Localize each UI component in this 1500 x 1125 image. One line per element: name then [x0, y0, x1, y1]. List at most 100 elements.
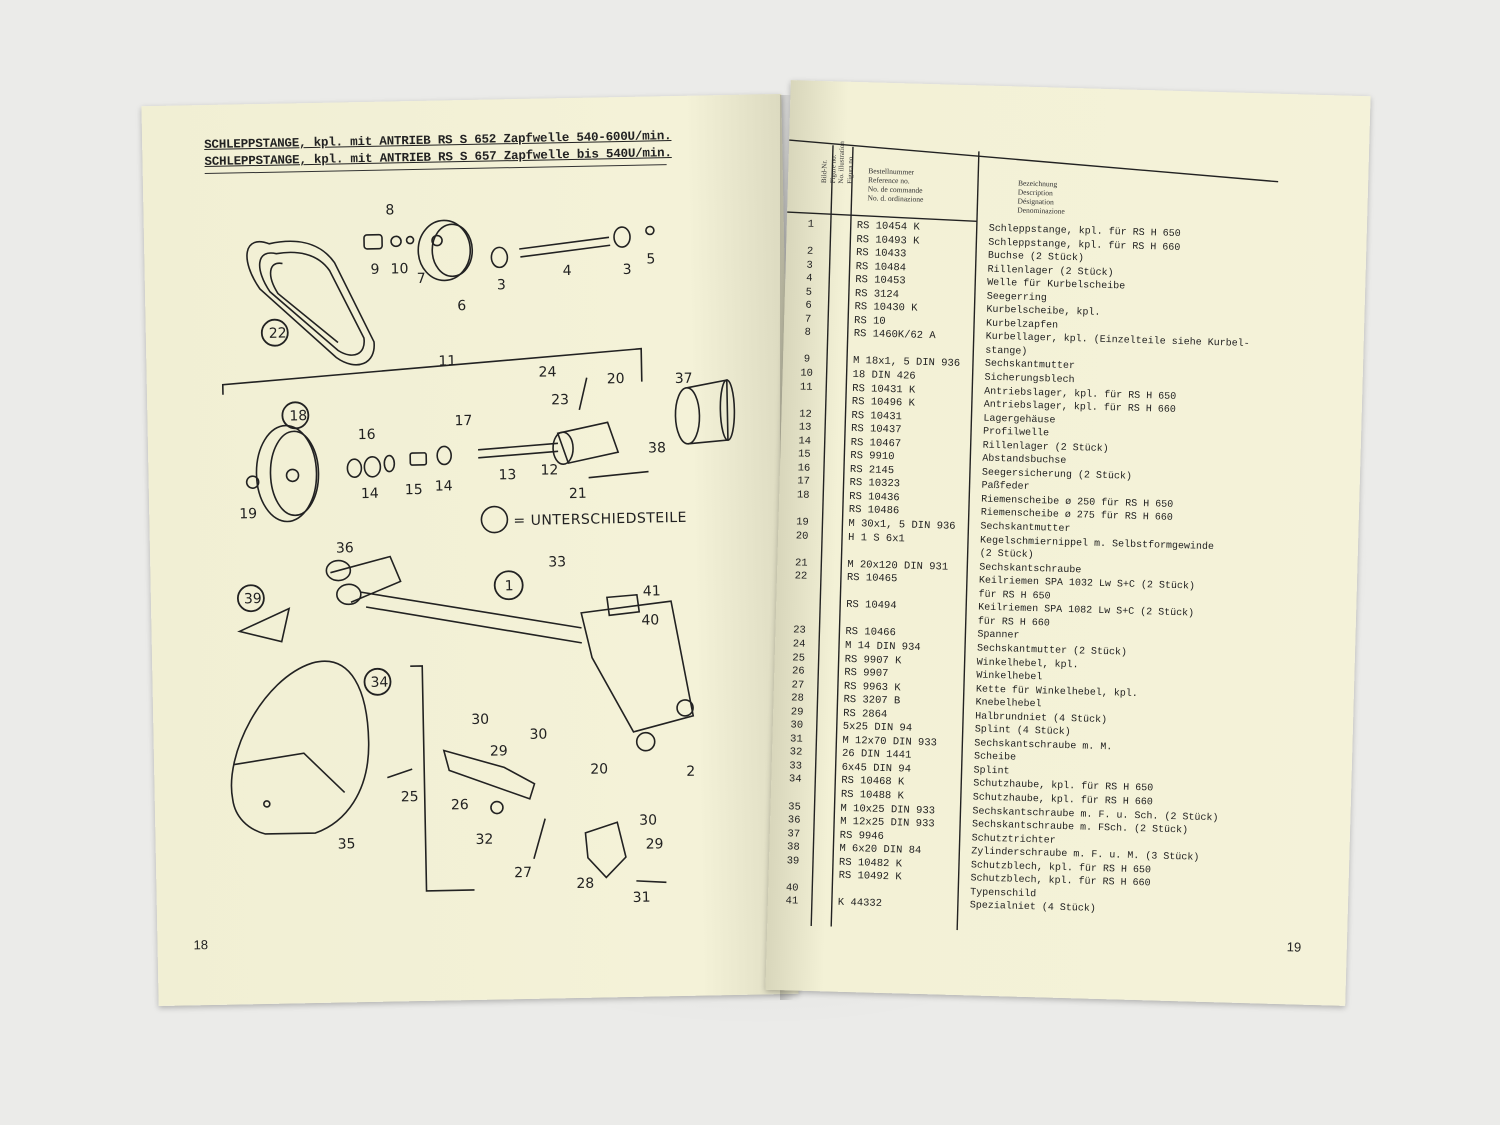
reference-number-cell: M 6x20 DIN 84	[839, 842, 922, 858]
description-cell: Welle für Kurbelscheibe	[987, 277, 1126, 293]
figure-number-cell: 35	[788, 800, 801, 814]
reference-number-cell: RS 9910	[850, 450, 895, 464]
reference-number-cell: M 10x25 DIN 933	[840, 802, 936, 817]
reference-number-cell: RS 10431	[851, 409, 903, 423]
figure-number-cell: 12	[799, 408, 812, 421]
description-cell: Profilwelle	[982, 426, 1050, 440]
figure-number-cell: 38	[786, 841, 800, 854]
callout-12: 12	[540, 462, 558, 478]
description-cell: Abstandsbuchse	[982, 453, 1067, 468]
description-cell: Rillenlager (2 Stück)	[982, 440, 1109, 455]
callout-14b: 14	[435, 478, 453, 494]
figure-number-cell: 15	[797, 448, 811, 462]
description-cell: für RS H 660	[977, 616, 1050, 630]
reference-number-cell: RS 10437	[850, 423, 902, 437]
reference-number-cell: RS 10453	[855, 274, 906, 288]
figure-number-cell: 1	[807, 218, 815, 231]
description-cell: Scheibe	[973, 751, 1017, 764]
tow-bar-drawing	[325, 555, 695, 752]
callout-18: 18	[289, 408, 307, 424]
reference-number-cell: M 12x70 DIN 933	[842, 734, 938, 750]
reference-number-cell: RS 9907 K	[844, 653, 902, 667]
figure-number-cell: 26	[791, 665, 805, 678]
callout-2: 2	[686, 764, 695, 780]
callout-5: 5	[646, 251, 655, 267]
description-cell: Kurbelzapfen	[985, 318, 1059, 332]
figure-number-cell	[775, 868, 811, 869]
figure-number-cell	[783, 584, 819, 585]
reference-number-cell: M 20x120 DIN 931	[847, 558, 949, 574]
figure-number-cell: 33	[789, 760, 803, 773]
exploded-parts-drawing: 22 18 1 39 34 8 9 10 7 6 3 4 3 5 11 24 2…	[221, 202, 736, 906]
callout-20b: 20	[590, 761, 608, 777]
callout-11: 11	[438, 353, 456, 369]
description-cell: für RS H 650	[978, 589, 1051, 603]
figure-number-cell: 41	[785, 895, 799, 908]
reference-number-cell: M 30x1, 5 DIN 936	[848, 517, 956, 533]
callout-21: 21	[569, 486, 587, 502]
bearing-drawing	[346, 445, 452, 479]
figure-number-cell: 39	[786, 854, 800, 868]
page-number-left: 18	[193, 937, 209, 953]
callout-35: 35	[337, 836, 355, 852]
callout-26: 26	[451, 797, 469, 813]
callout-29a: 29	[490, 743, 508, 759]
reference-number-cell: 6x45 DIN 94	[841, 761, 912, 776]
reference-number-cell: RS 10482 K	[838, 856, 903, 871]
callout-36: 36	[336, 540, 354, 556]
figure-number-cell: 10	[800, 367, 814, 380]
reference-number-cell: RS 1460K/62 A	[853, 328, 936, 343]
callout-14a: 14	[361, 486, 379, 502]
description-cell: Halbrundniet (4 Stück)	[974, 711, 1108, 726]
figure-number-cell: 37	[787, 827, 801, 841]
callout-3a: 3	[497, 277, 506, 293]
description-cell: Splint (4 Stück)	[974, 724, 1071, 739]
figure-number-cell: 23	[792, 624, 806, 638]
callout-13: 13	[498, 467, 516, 483]
reference-number-cell: RS 10494	[846, 599, 897, 613]
callout-9: 9	[370, 262, 379, 278]
reference-number-cell: RS 10486	[848, 504, 900, 518]
figure-number-cell: 34	[788, 773, 802, 787]
description-cell: Typenschild	[970, 887, 1037, 901]
bracket-25	[410, 665, 475, 892]
hood-drawing	[230, 660, 370, 835]
callout-33: 33	[548, 554, 566, 570]
callout-19: 19	[239, 506, 257, 522]
callout-16: 16	[358, 427, 376, 443]
figure-number-cell: 32	[789, 746, 803, 759]
right-page: Bild-Nr. Figure no. No. illustration Fig…	[765, 80, 1371, 1006]
description-cell: Paßfeder	[981, 480, 1030, 494]
callout-38: 38	[648, 440, 666, 456]
reference-number-cell: RS 10436	[849, 490, 900, 505]
pulley-drawing	[245, 424, 320, 523]
reference-number-cell: RS 10433	[855, 247, 907, 261]
figure-number-cell: 3	[806, 259, 813, 272]
reference-number-cell: RS 10496 K	[851, 396, 916, 410]
callout-40: 40	[641, 612, 659, 628]
figure-number-cell: 29	[790, 706, 804, 719]
description-cell: Winkelhebel	[976, 670, 1043, 684]
callout-29b: 29	[646, 836, 664, 852]
figure-number-cell: 7	[804, 313, 812, 326]
callout-37: 37	[675, 371, 693, 387]
figure-number-cell: 4	[805, 272, 813, 285]
figure-number-cell: 6	[805, 299, 812, 313]
figure-number-cell: 25	[792, 651, 806, 665]
callout-22: 22	[269, 325, 287, 341]
figure-number-cell	[788, 394, 824, 395]
callout-41: 41	[643, 583, 661, 599]
figure-number-cell	[790, 340, 826, 341]
callout-27: 27	[514, 865, 532, 881]
description-cell: Sicherungsblech	[984, 372, 1075, 387]
figure-number-cell: 27	[791, 678, 805, 692]
reference-number-cell: RS 10493 K	[856, 233, 920, 248]
v-belt-drawing	[246, 240, 375, 366]
reference-number-cell: RS 3207 B	[843, 693, 901, 708]
callout-23: 23	[551, 392, 569, 408]
reference-number-cell: RS 10465	[846, 572, 898, 586]
callout-20a: 20	[607, 371, 625, 387]
callout-15: 15	[405, 482, 423, 498]
figure-number-cell: 40	[785, 882, 799, 895]
callout-30c: 30	[639, 812, 657, 828]
